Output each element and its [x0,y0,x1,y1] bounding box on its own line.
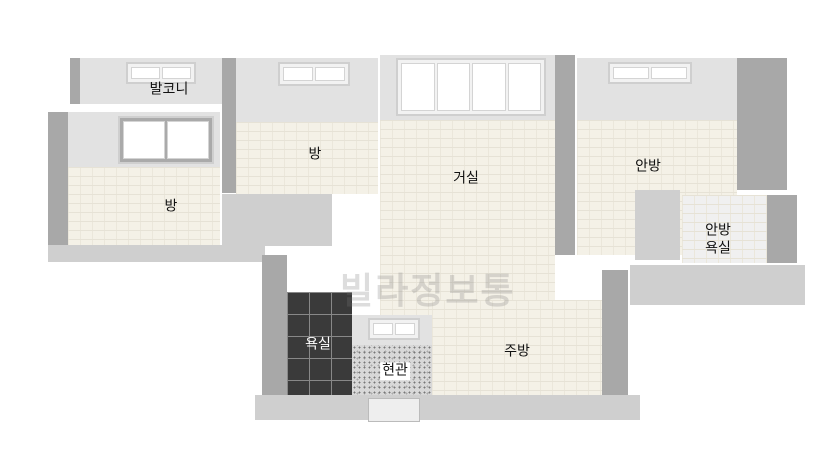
bath-side-wall [262,255,287,395]
bath-floor [287,292,352,395]
living-side-wall [555,55,575,255]
label-living: 거실 [453,170,479,187]
balcony-side-wall [70,58,80,104]
kitchen-floor [432,300,602,395]
master-bath-floor [682,195,767,263]
right-front-wall [630,265,805,305]
left-room-window [118,116,214,164]
kitchen-floor-upper [380,300,432,315]
label-master: 안방 [635,158,661,175]
living-floor [380,120,555,300]
left-room-floor [68,167,220,245]
middle-room-window [278,62,350,86]
label-kitchen: 주방 [504,343,530,360]
master-bath-side-wall [767,195,797,263]
middle-room-floor [236,122,378,194]
left-room-side-wall [48,112,68,245]
balcony-window [126,62,196,84]
watermark: 빌라정보통 [340,271,516,312]
kitchen-side-wall [602,270,628,395]
master-bath-wall [635,190,680,260]
label-room-middle: 방 [308,146,322,163]
label-master-bath: 안방 욕실 [705,222,731,257]
label-bath: 욕실 [305,336,331,353]
master-side-wall [737,58,787,190]
master-window [608,62,692,84]
label-entrance: 현관 [380,362,410,380]
label-balcony: 발코니 [149,81,189,98]
front-wall [255,395,640,420]
label-room-left: 방 [164,198,178,215]
entrance-window [368,318,420,340]
hall-wall [222,194,332,246]
front-door [368,398,420,422]
middle-room-side-wall [222,58,236,193]
left-room-front-wall [48,245,265,262]
living-window [396,58,546,116]
